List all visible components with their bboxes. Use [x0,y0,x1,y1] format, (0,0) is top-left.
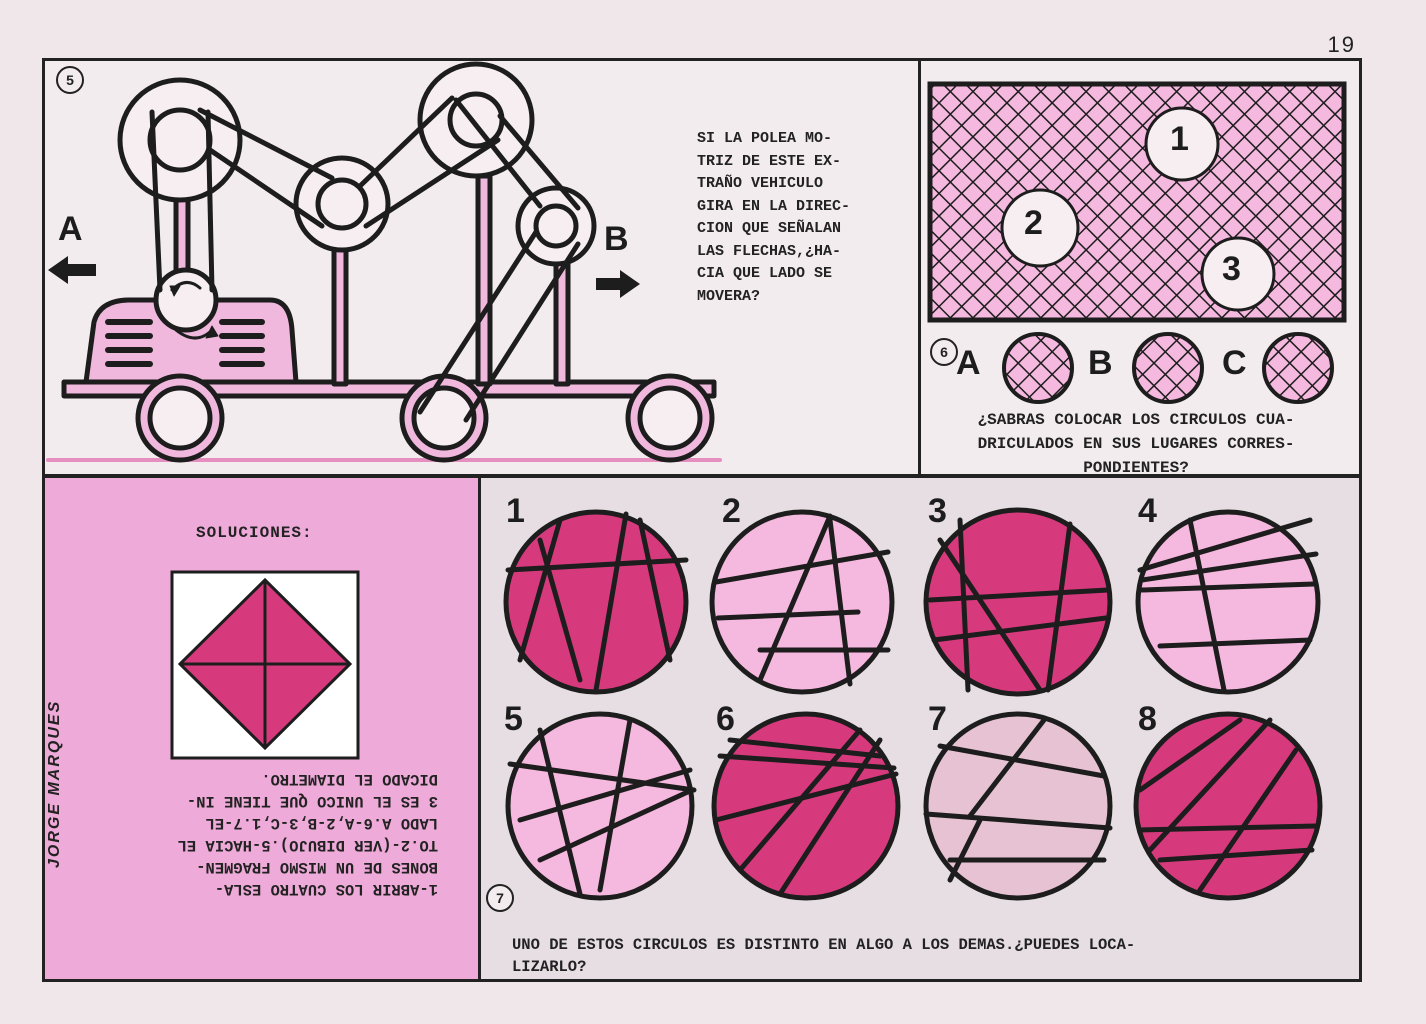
pulley-vehicle-drawing [46,61,722,463]
puzzle-circle-8 [1133,711,1323,901]
direction-label-a: A [58,210,83,248]
circle-label-4: 4 [1138,492,1157,530]
divider-vertical-top [918,58,921,476]
wheel-left [135,373,225,463]
puzzle-circle-6 [711,711,901,901]
circle-label-8: 8 [1138,700,1157,738]
solutions-title: SOLUCIONES: [196,524,313,542]
option-label-b: B [1088,344,1113,382]
puzzle-5-badge: 5 [56,66,84,94]
wheel-middle [399,373,489,463]
puzzle-circle-4 [1135,509,1321,695]
divider-horizontal [42,474,1362,478]
chassis-bar [61,379,717,399]
wheel-right [625,373,715,463]
belts [149,95,581,423]
page-frame [42,58,1362,982]
puzzle-circle-2 [709,509,895,695]
option-circle-b [1132,332,1204,404]
hole-3 [1200,236,1276,312]
motor-vents [105,319,265,367]
option-circle-a [1002,332,1074,404]
circle-label-6: 6 [716,700,735,738]
option-label-a: A [956,344,981,382]
puzzle-circle-5 [505,711,697,901]
puzzle-6-badge: 6 [930,338,958,366]
circle-label-1: 1 [506,492,525,530]
crosshatch-board [927,81,1347,404]
option-circle-c [1262,332,1334,404]
hole-label-1: 1 [1170,120,1189,158]
arrow-left-icon [48,256,96,284]
puzzle-circle-1 [503,509,689,695]
arrow-right-icon [596,270,640,298]
hole-label-2: 2 [1024,204,1043,242]
direction-label-b: B [604,220,629,258]
puzzle-7-badge: 7 [486,884,514,912]
hole-2 [1000,188,1080,268]
hatched-rectangle [927,81,1347,323]
drive-pulley [153,267,219,333]
hole-1 [1144,106,1220,182]
circle-label-5: 5 [504,700,523,738]
solution-diagram [170,570,360,760]
divider-vertical-bottom [478,476,481,982]
puzzle-7-question: UNO DE ESTOS CIRCULOS ES DISTINTO EN ALG… [512,936,1136,976]
circle-label-7: 7 [928,700,947,738]
puzzle-circle-7 [923,711,1113,901]
puzzle-circle-3 [923,507,1113,697]
option-label-c: C [1222,344,1247,382]
puzzle-5-question: SI LA POLEA MO- TRIZ DE ESTE EX- TRAÑO V… [697,130,851,305]
circle-label-3: 3 [928,492,947,530]
page-number: 19 [1327,32,1356,57]
circle-label-2: 2 [722,492,741,530]
puzzle-6-question: ¿SABRAS COLOCAR LOS CIRCULOS CUA- DRICUL… [977,411,1295,477]
hole-label-3: 3 [1222,250,1241,288]
